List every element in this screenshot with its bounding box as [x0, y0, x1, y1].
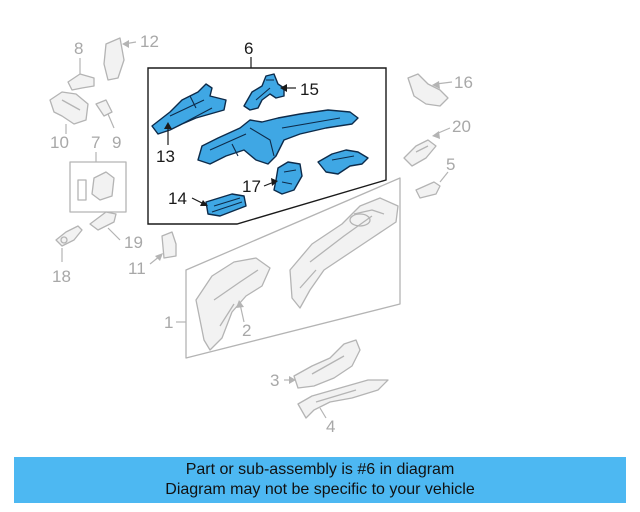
callout-4: 4 — [326, 417, 335, 436]
banner-line-1: Part or sub-assembly is #6 in diagram — [185, 461, 455, 478]
part-9-shape — [95, 99, 115, 129]
callout-18: 18 — [52, 267, 71, 286]
arrow-15 — [280, 84, 287, 92]
callout-20: 20 — [452, 117, 471, 136]
arrow-14 — [200, 200, 208, 206]
part-17-shape — [273, 161, 303, 195]
callout-15: 15 — [300, 80, 319, 99]
callout-8: 8 — [74, 39, 83, 58]
part-15-shape — [243, 73, 285, 111]
part-12-shape — [103, 37, 137, 81]
part-13-shape — [151, 83, 227, 135]
part-10-shape — [49, 91, 89, 134]
callout-12: 12 — [140, 32, 159, 51]
callout-6: 6 — [244, 39, 253, 58]
part-1-frame-shape — [176, 177, 401, 359]
part-14-shape — [205, 193, 247, 217]
info-banner: Part or sub-assembly is #6 in diagram Di… — [14, 457, 626, 503]
banner-line-2: Diagram may not be specific to your vehi… — [165, 481, 475, 498]
callout-13: 13 — [156, 147, 175, 166]
sub-assembly-6-frame — [147, 67, 387, 225]
part-7-shape — [69, 152, 127, 213]
part-3-shape — [284, 339, 361, 389]
part-11-shape — [149, 231, 177, 265]
part-5-shape — [415, 171, 449, 199]
callout-5: 5 — [446, 155, 455, 174]
part-8-shape — [67, 58, 95, 91]
callout-19: 19 — [124, 233, 143, 252]
callout-1: 1 — [164, 313, 173, 332]
part-4-shape — [297, 379, 389, 419]
callout-10: 10 — [50, 133, 69, 152]
arrow-17 — [271, 178, 278, 186]
part-6-main-rail-shape — [197, 109, 359, 165]
callout-16: 16 — [454, 73, 473, 92]
part-20-shape — [403, 127, 451, 167]
callout-2: 2 — [242, 321, 251, 340]
callout-14: 14 — [168, 189, 187, 208]
callout-7: 7 — [91, 133, 100, 152]
callout-11: 11 — [128, 259, 146, 278]
callout-3: 3 — [270, 371, 279, 390]
part-18-shape — [55, 225, 83, 262]
part-16-shape — [407, 73, 453, 107]
part-6-rear-bracket-shape — [317, 149, 369, 175]
parts-diagram: 6 15 13 14 17 — [49, 32, 473, 436]
arrow-13 — [164, 122, 172, 129]
part-19-shape — [89, 211, 121, 241]
callout-9: 9 — [112, 133, 121, 152]
sub-assembly-6-group: 6 15 13 14 17 — [147, 39, 387, 225]
callout-17: 17 — [242, 177, 261, 196]
